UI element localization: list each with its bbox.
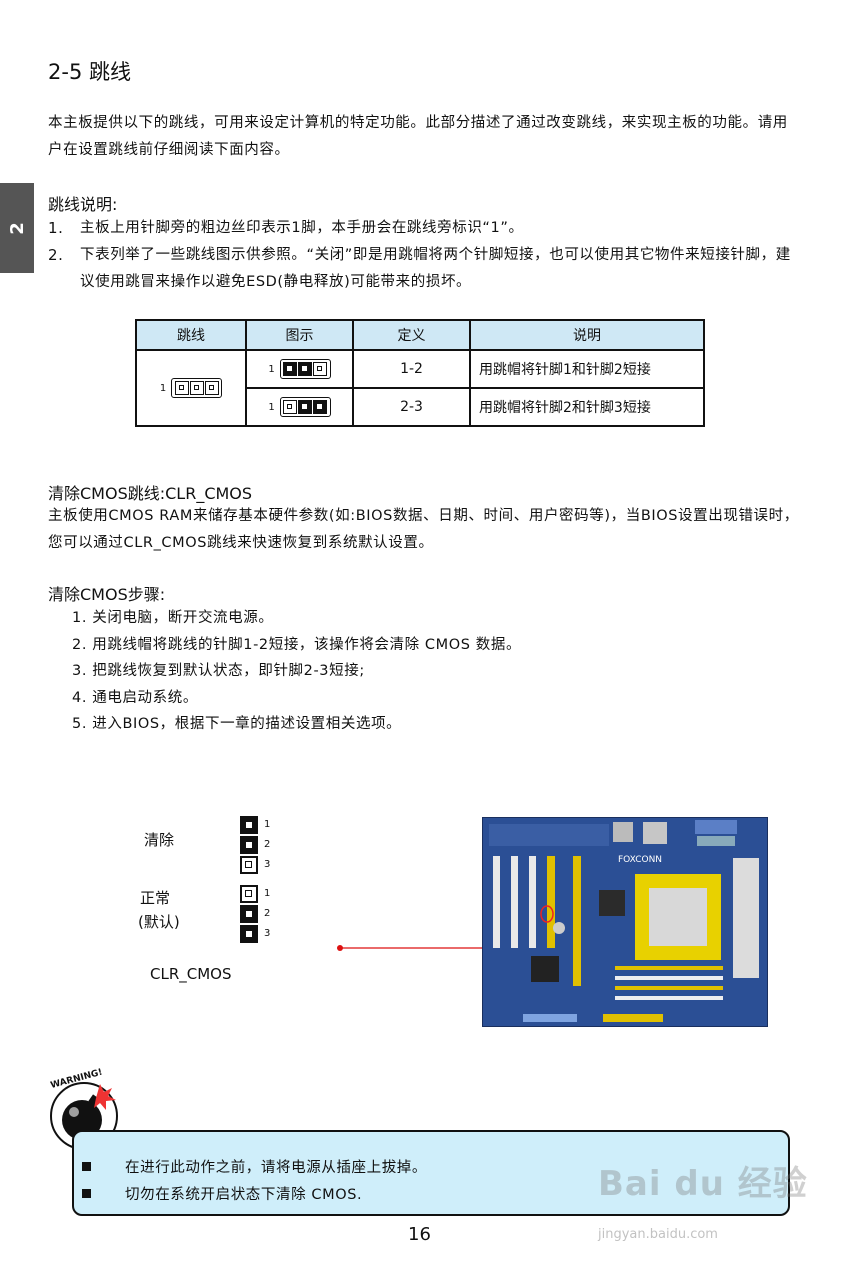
motherboard-image: FOXCONN [482, 817, 768, 1027]
pin-number: 1 [264, 819, 271, 830]
bullet-icon [82, 1189, 91, 1198]
description-cell: 用跳帽将针脚2和针脚3短接 [469, 387, 705, 427]
pin-1-open [240, 885, 258, 903]
section-title: 2-5 跳线 [48, 60, 131, 84]
list-item: 2. 下表列举了一些跳线图示供参照。“关闭”即是用跳帽将两个针脚短接，也可以使用… [48, 242, 800, 296]
watermark-url: jingyan.baidu.com [598, 1227, 718, 1242]
jumper-table: 跳线 图示 定义 说明 1 1 1-2 用跳帽将针脚1和针脚2短接 1 2-3 … [135, 319, 705, 427]
list-text: 主板上用针脚旁的粗边丝印表示1脚，本手册会在跳线旁标识“1”。 [80, 220, 524, 236]
pin-3-open [240, 856, 258, 874]
explain-heading: 跳线说明: [48, 195, 118, 214]
pin-2-closed [240, 905, 258, 923]
jumper-cell: 1 [135, 349, 247, 427]
clr-body: 主板使用CMOS RAM来储存基本硬件参数(如:BIOS数据、日期、时间、用户密… [48, 508, 799, 551]
table-header: 图示 [245, 319, 354, 351]
list-item: 1. 主板上用针脚旁的粗边丝印表示1脚，本手册会在跳线旁标识“1”。 [48, 215, 800, 242]
pin-one-label: 1 [268, 363, 275, 375]
warning-item: 在进行此动作之前，请将电源从插座上拔掉。 [82, 1156, 427, 1177]
pin-one-label: 1 [268, 401, 275, 413]
pin-one-label: 1 [159, 382, 167, 394]
table-header: 定义 [352, 319, 471, 351]
table-header: 说明 [469, 319, 705, 351]
pin-1-closed [240, 816, 258, 834]
list-text: 下表列举了一些跳线图示供参照。“关闭”即是用跳帽将两个针脚短接，也可以使用其它物… [80, 247, 791, 290]
diagram-cell: 1 [245, 387, 354, 427]
warning-item: 切勿在系统开启状态下清除 CMOS. [82, 1183, 362, 1204]
default-label: (默认) [138, 913, 180, 931]
definition-cell: 2-3 [352, 387, 471, 427]
pin-number: 1 [264, 888, 271, 899]
intro-paragraph: 本主板提供以下的跳线，可用来设定计算机的特定功能。此部分描述了通过改变跳线，来实… [48, 115, 788, 158]
step-item: 1. 关闭电脑，断开交流电源。 [72, 610, 274, 626]
step-item: 5. 进入BIOS，根据下一章的描述设置相关选项。 [72, 716, 402, 732]
jumper-icon [171, 378, 223, 398]
description-cell: 用跳帽将针脚1和针脚2短接 [469, 349, 705, 389]
chapter-number: 2 [6, 221, 28, 235]
pin-2-closed [240, 836, 258, 854]
step-item: 2. 用跳线帽将跳线的针脚1-2短接，该操作将会清除 CMOS 数据。 [72, 636, 522, 653]
explain-list: 1. 主板上用针脚旁的粗边丝印表示1脚，本手册会在跳线旁标识“1”。 2. 下表… [48, 215, 800, 296]
pin-number: 2 [264, 908, 271, 919]
pin-number: 3 [264, 859, 271, 870]
jumper-name: CLR_CMOS [150, 965, 232, 983]
normal-label: 正常 [140, 889, 171, 907]
jumper-2-3-icon [279, 397, 331, 417]
pin-number: 2 [264, 839, 271, 850]
step-item: 4. 通电启动系统。 [72, 689, 198, 706]
definition-cell: 1-2 [352, 349, 471, 389]
jumper-1-2-icon [279, 359, 331, 379]
pin-number: 3 [264, 928, 271, 939]
diagram-cell: 1 [245, 349, 354, 389]
watermark-logo: Bai du 经验 [598, 1164, 808, 1204]
pin-3-closed [240, 925, 258, 943]
list-num: 2. [48, 246, 64, 264]
clear-label: 清除 [144, 831, 175, 849]
chapter-tab: 2 [0, 183, 34, 273]
warning-box: 在进行此动作之前，请将电源从插座上拔掉。 切勿在系统开启状态下清除 CMOS. [72, 1130, 790, 1216]
list-num: 1. [48, 219, 64, 237]
board-brand: FOXCONN [618, 855, 662, 865]
page-number: 16 [408, 1224, 431, 1245]
steps-list: 1. 关闭电脑，断开交流电源。 2. 用跳线帽将跳线的针脚1-2短接，该操作将会… [72, 605, 521, 738]
clr-heading: 清除CMOS跳线:CLR_CMOS [48, 484, 253, 503]
step-item: 3. 把跳线恢复到默认状态，即针脚2-3短接; [72, 663, 365, 679]
table-header: 跳线 [135, 319, 247, 351]
bullet-icon [82, 1162, 91, 1171]
steps-heading: 清除CMOS步骤: [48, 585, 166, 604]
